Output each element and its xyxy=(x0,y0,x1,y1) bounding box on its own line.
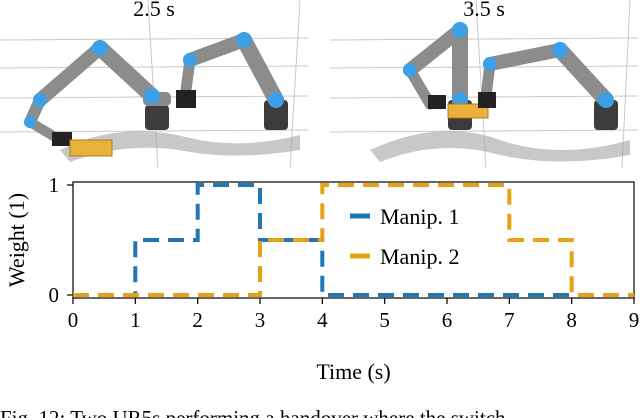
x-tick-label: 9 xyxy=(629,308,640,332)
y-tick-label: 1 xyxy=(49,173,60,197)
figure-caption: Fig. 12: Two UR5s performing a handover … xyxy=(0,406,506,418)
plot-frame xyxy=(72,181,635,299)
robot2-arm xyxy=(480,42,614,108)
robot2-gripper xyxy=(176,90,196,108)
robot2-joints xyxy=(183,32,284,108)
robot1-gripper xyxy=(52,132,72,146)
x-tick-label: 6 xyxy=(442,308,453,332)
handover-object xyxy=(69,139,113,157)
y-axis-label: Weight (1) xyxy=(4,193,29,287)
x-tick-label: 1 xyxy=(130,308,141,332)
robot1-joints xyxy=(24,40,160,128)
series-line-1 xyxy=(73,183,634,297)
x-tick-label: 7 xyxy=(504,308,515,332)
legend-label-2: Manip. 2 xyxy=(380,244,459,269)
series-line-2 xyxy=(73,183,634,297)
x-axis-label: Time (s) xyxy=(316,359,390,384)
robot1-gripper xyxy=(428,95,446,109)
legend: Manip. 1 Manip. 2 xyxy=(350,204,459,269)
snapshot-panel-2-5s: 2.5 s xyxy=(0,0,308,168)
x-tick-label: 4 xyxy=(317,308,328,332)
snapshot-panel-3-5s: 3.5 s xyxy=(330,0,638,168)
y-tick-label: 0 xyxy=(49,283,60,307)
x-tick-label: 8 xyxy=(566,308,577,332)
robot2-gripper xyxy=(478,92,496,108)
x-axis-ticks: 0 1 2 3 4 5 6 7 8 9 xyxy=(68,298,640,332)
robot2-base xyxy=(264,100,288,130)
snapshot-time-label: 2.5 s xyxy=(133,0,175,21)
x-tick-label: 3 xyxy=(255,308,266,332)
robot1-arm xyxy=(24,40,160,145)
legend-label-1: Manip. 1 xyxy=(380,204,459,229)
y-axis-ticks: 01 xyxy=(49,173,73,307)
robot-shadow xyxy=(60,131,300,162)
series-layer xyxy=(73,183,634,297)
robot-scene-2-5s xyxy=(0,0,308,168)
robot-scene-3-5s xyxy=(330,0,638,168)
x-tick-label: 5 xyxy=(379,308,390,332)
x-tick-label: 2 xyxy=(192,308,203,332)
robot2-joints xyxy=(483,42,614,108)
robot-shadow xyxy=(370,131,630,162)
robot2-arm xyxy=(180,32,284,108)
snapshot-time-label: 3.5 s xyxy=(463,0,505,21)
x-tick-label: 0 xyxy=(68,308,79,332)
robot2-base xyxy=(594,100,618,130)
robot1-base xyxy=(145,105,169,130)
